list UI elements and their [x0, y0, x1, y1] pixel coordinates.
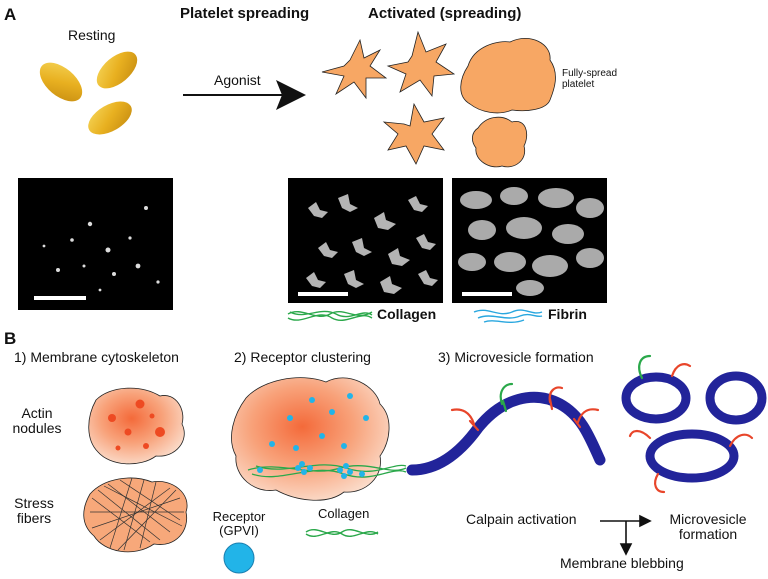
receptor-line2: (GPVI): [219, 523, 259, 539]
activated-platelet: [382, 102, 445, 165]
lipid-red: [670, 363, 692, 378]
resting-platelet: [39, 62, 83, 102]
fibrin-fibers-a: [473, 309, 543, 323]
lipid-red: [654, 472, 666, 494]
actin-line1: Actin: [21, 405, 53, 421]
receptor-legend-icon: [223, 542, 255, 574]
actin-line2: nodules: [12, 420, 62, 437]
receptor-dot: [329, 409, 335, 415]
receptor-dot: [257, 467, 263, 473]
membrane-blebbing-label: Membrane blebbing: [560, 555, 684, 571]
actin-nodule: [143, 443, 149, 449]
lipid-red: [728, 433, 754, 448]
micrograph-collagen: [288, 178, 443, 303]
actin-nodules-platelet: [88, 387, 185, 465]
fully-spread-platelet: [472, 116, 528, 168]
receptor-dot: [301, 469, 307, 475]
resting-label: Resting: [68, 27, 116, 43]
calpain-arrows: [600, 514, 652, 556]
agonist-label: Agonist: [214, 72, 261, 88]
receptor-dot: [309, 397, 315, 403]
micrograph-resting-image: [34, 206, 160, 300]
micrograph-fibrin-image: [458, 187, 604, 296]
resting-platelet: [96, 51, 138, 89]
step1-title: 1) Membrane cytoskeleton: [14, 349, 179, 365]
receptor-dot: [293, 445, 299, 451]
actin-nodule: [115, 445, 121, 451]
receptor-dot: [337, 467, 343, 473]
stress-line2: fibers: [16, 510, 52, 527]
microvesicle: [645, 429, 739, 483]
stress-fibers-label: Stress fibers: [6, 495, 62, 527]
calpain-label: Calpain activation: [466, 511, 577, 527]
fully-spread-label: Fully-spread platelet: [562, 68, 618, 90]
stress-line1: Stress: [14, 495, 54, 511]
receptor-dot: [319, 433, 325, 439]
lipid-red: [628, 429, 652, 440]
actin-nodule: [108, 414, 116, 422]
microvesicles: [621, 371, 767, 483]
stress-fibers-platelet: [83, 477, 188, 553]
receptor-dot: [269, 441, 275, 447]
receptor-dot: [341, 443, 347, 449]
receptor-dot: [299, 461, 305, 467]
actin-nodule: [124, 428, 132, 436]
receptor-clustering-platelet: [231, 377, 407, 501]
activated-platelet: [321, 38, 388, 100]
lipid-red: [576, 408, 600, 424]
micrograph-resting: [18, 178, 173, 310]
receptor-dot: [341, 473, 347, 479]
actin-nodules-label: Actin nodules: [6, 405, 68, 437]
agonist-arrow: [183, 80, 306, 110]
receptor-dot: [347, 469, 353, 475]
membrane-curve: [406, 382, 606, 476]
microvesicle-line2: formation: [678, 526, 738, 543]
lipid-red: [450, 408, 476, 426]
receptor-line1: Receptor: [212, 509, 266, 524]
collagen-fibers-a: [287, 310, 373, 321]
panel-b-letter: B: [4, 329, 17, 348]
header-activated: Activated (spreading): [368, 5, 522, 22]
receptor-label: Receptor (GPVI): [208, 509, 270, 539]
microvesicle-line1: Microvesicle: [669, 511, 747, 527]
step2-title: 2) Receptor clustering: [234, 349, 371, 365]
receptor-dot: [295, 465, 301, 471]
micrograph-collagen-image: [298, 194, 438, 296]
step3-title: 3) Microvesicle formation: [438, 349, 594, 365]
actin-nodule: [155, 427, 165, 437]
lipid-green: [499, 382, 514, 406]
microvesicle-formation-label: Microvesicle formation: [654, 511, 762, 543]
collagen-label: Collagen: [377, 306, 437, 322]
resting-platelet: [88, 101, 132, 135]
panel-a-letter: A: [4, 5, 17, 24]
micrograph-fibrin: [452, 178, 607, 303]
fully-spread-platelets: [460, 37, 556, 168]
microvesicle: [621, 372, 691, 424]
header-platelet-spreading: Platelet spreading: [180, 5, 310, 22]
activated-platelets: [321, 30, 456, 165]
receptor-dot: [347, 393, 353, 399]
lipid-green: [638, 354, 652, 380]
actin-nodule: [149, 413, 155, 419]
receptor-dot: [287, 415, 293, 421]
fully-spread-platelet: [460, 37, 556, 114]
collagen-legend-icon: [305, 529, 379, 537]
microvesicle: [705, 371, 767, 425]
receptor-dot: [343, 463, 349, 469]
receptor-dot: [307, 465, 313, 471]
activated-platelet: [386, 30, 456, 98]
receptor-dot: [363, 415, 369, 421]
fibrin-label: Fibrin: [548, 306, 587, 322]
collagen-legend-label: Collagen: [318, 506, 370, 521]
receptor-dot: [359, 471, 365, 477]
resting-platelets: [39, 51, 138, 135]
actin-nodule: [135, 399, 145, 409]
